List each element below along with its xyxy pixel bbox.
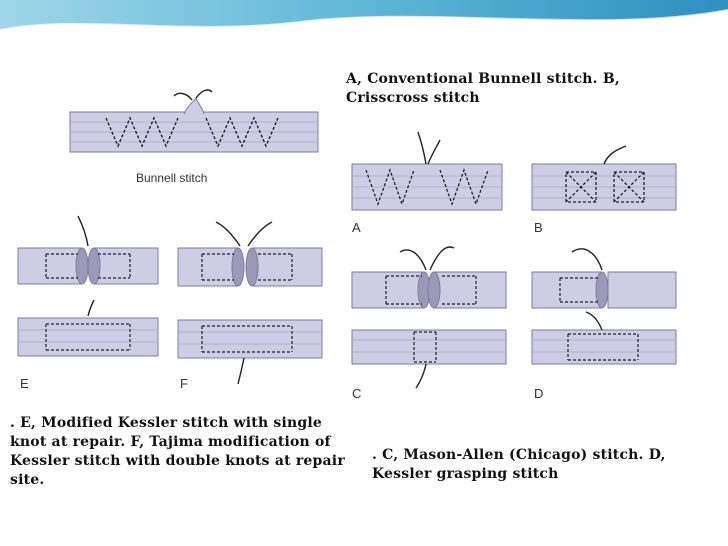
panels-abcd-figure: A B C [346, 124, 683, 404]
panel-label-e: E [20, 376, 29, 391]
panel-c: C [352, 247, 506, 401]
panel-label-c: C [352, 386, 361, 401]
panel-label-a: A [352, 220, 361, 235]
panel-label-d: D [534, 386, 543, 401]
caption-bottom-left: . E, Modified Kessler stitch with single… [10, 414, 356, 490]
panel-d: D [532, 249, 676, 401]
panels-ef-figure: E F [12, 212, 330, 404]
panel-label-b: B [534, 220, 543, 235]
header-wave [0, 0, 728, 40]
panel-a: A [352, 132, 502, 235]
panel-label-f: F [180, 376, 188, 391]
bunnell-label: Bunnell stitch [136, 171, 207, 185]
panel-e: E [18, 216, 158, 391]
panel-b: B [532, 146, 676, 235]
caption-top-right: A, Conventional Bunnell stitch. B, Criss… [346, 70, 646, 108]
panel-f: F [178, 222, 322, 391]
caption-bottom-right: . C, Mason-Allen (Chicago) stitch. D, Ke… [372, 446, 692, 484]
bunnell-figure: Bunnell stitch [66, 74, 322, 208]
